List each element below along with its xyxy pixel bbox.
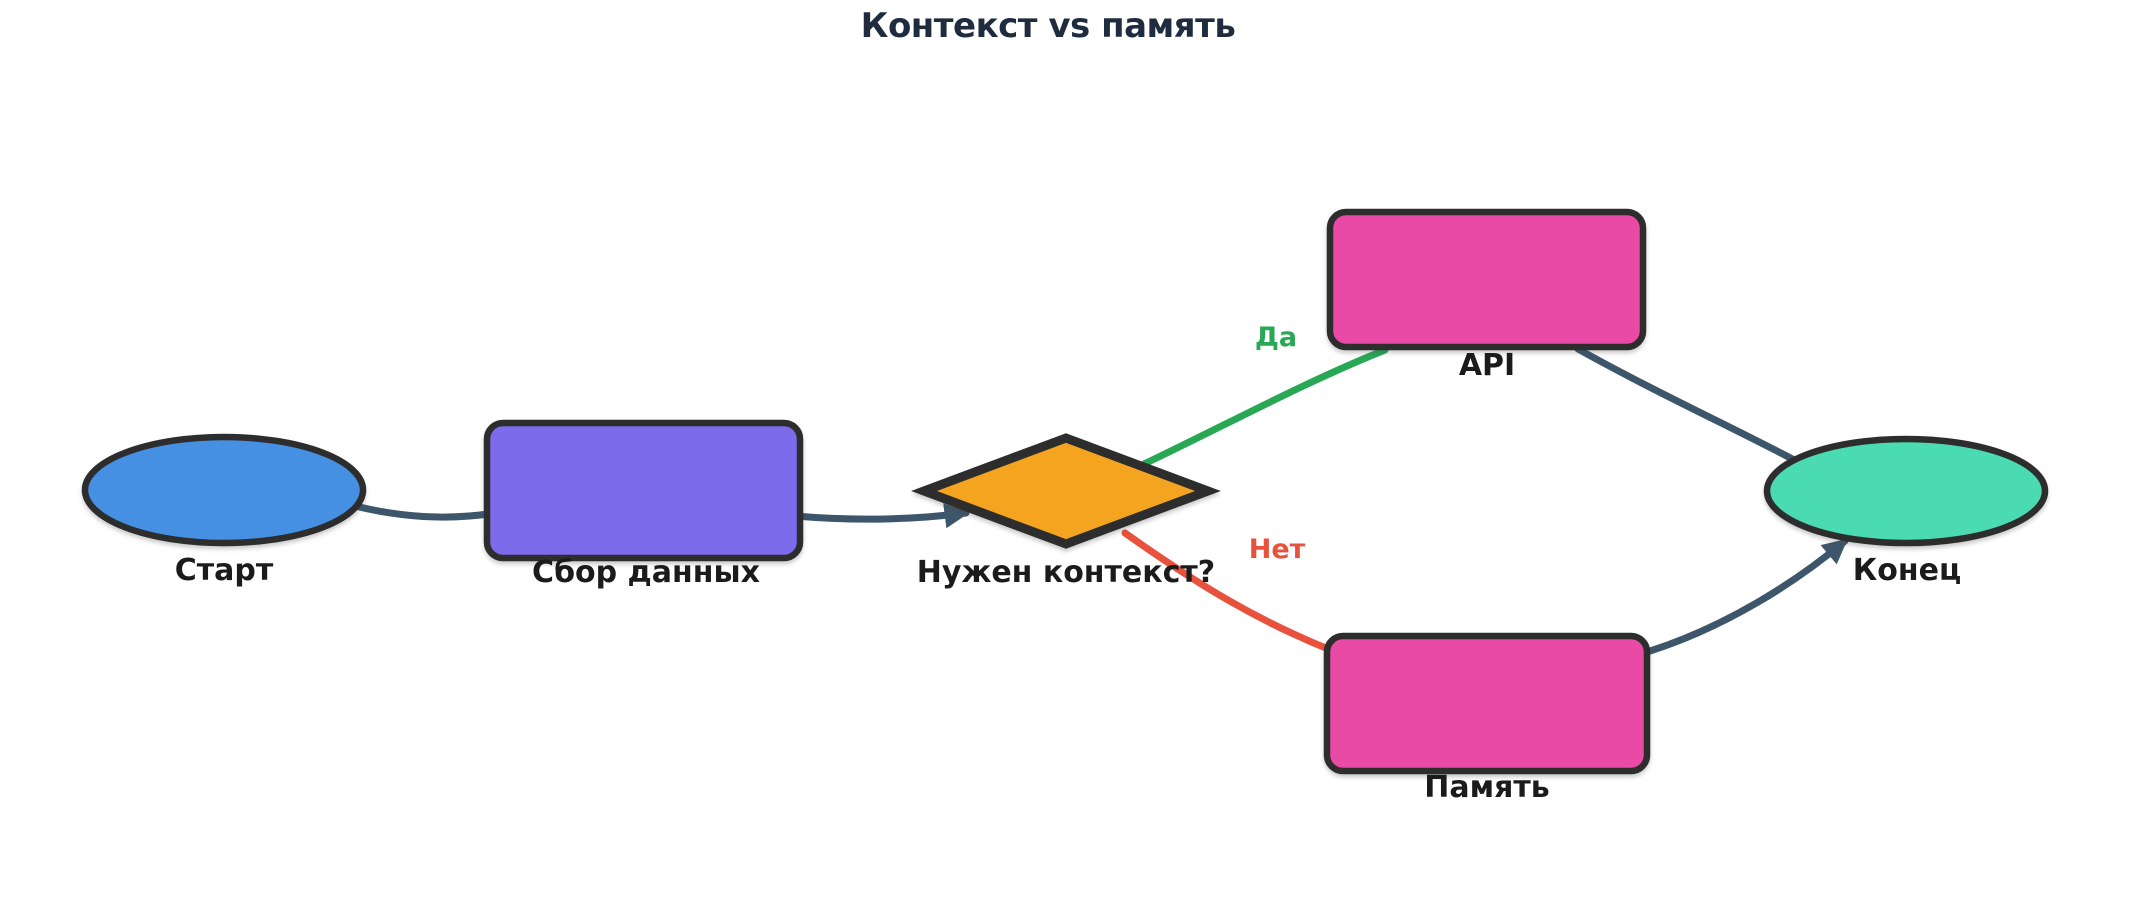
node-start-label: Старт [174,553,274,588]
edge-api-end [1574,345,1806,468]
node-start-shape [81,433,367,547]
node-api-shape [1326,208,1647,351]
node-decision-label: Нужен контекст? [916,555,1216,590]
node-end-label: Конец [1852,553,1962,588]
node-collect-shape [483,419,804,562]
edges-layer [336,345,1849,655]
edge-start-collect [336,498,499,521]
nodes-layer [81,208,2049,775]
node-collect-label: Сбор данных [532,555,760,590]
edge-label-no: Нет [1248,534,1306,565]
node-api-label: API [1458,348,1516,383]
edge-memory-end [1646,537,1849,655]
edge-collect-decision [791,503,970,529]
edge-decision-api-yes [1136,346,1389,470]
node-memory-label: Память [1424,770,1550,805]
diagram-title: Контекст vs память [860,6,1236,46]
edge-decision-memory-no [1121,529,1337,655]
node-memory-shape [1323,632,1651,775]
node-end-shape [1763,435,2049,547]
edge-label-yes: Да [1254,322,1298,353]
node-decision-shape [911,433,1221,549]
